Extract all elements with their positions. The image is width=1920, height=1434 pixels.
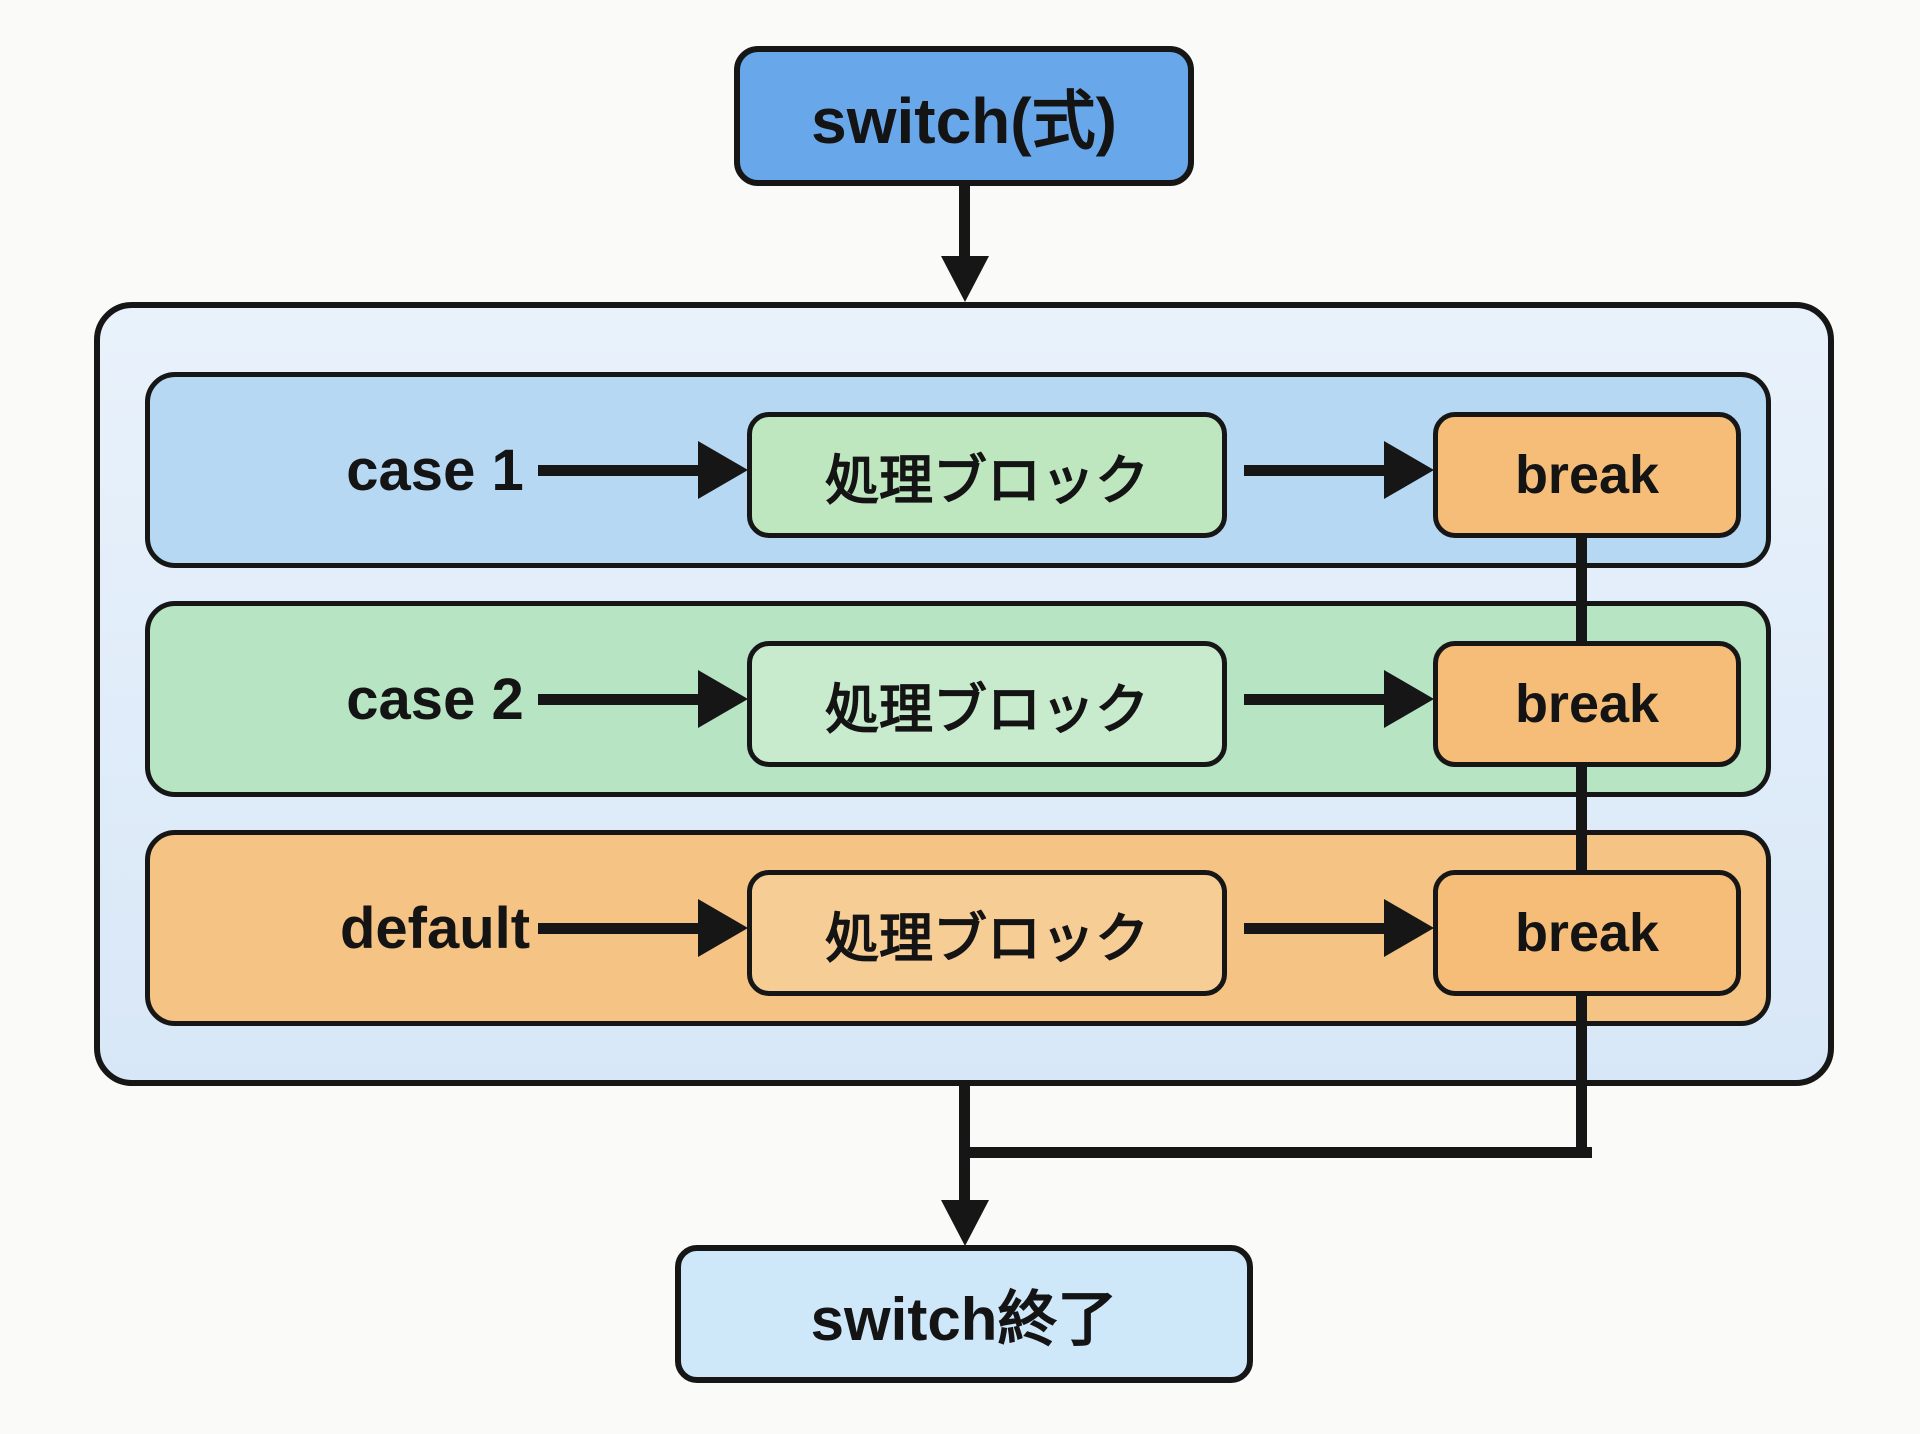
arrow-right-icon xyxy=(538,835,748,1021)
break-box: break xyxy=(1433,870,1741,996)
break-chain-line xyxy=(1576,533,1587,1158)
break-box-label: break xyxy=(1514,445,1660,505)
start-node-label: switch(式) xyxy=(811,85,1117,157)
process-box: 処理ブロック xyxy=(747,870,1227,996)
break-box: break xyxy=(1433,641,1741,767)
case-label: case 2 xyxy=(346,666,524,732)
arrow-start-to-body-stem xyxy=(959,186,970,256)
process-box-label: 処理ブロック xyxy=(825,908,1149,969)
arrow-down-icon xyxy=(941,1200,989,1246)
arrow-right-icon xyxy=(1244,377,1434,563)
process-box: 処理ブロック xyxy=(747,641,1227,767)
start-node: switch(式) xyxy=(734,46,1194,186)
process-box: 処理ブロック xyxy=(747,412,1227,538)
arrow-right-icon xyxy=(1244,606,1434,792)
arrow-right-icon xyxy=(538,606,748,792)
break-merge-line xyxy=(959,1147,1592,1158)
break-box: break xyxy=(1433,412,1741,538)
arrow-right-icon xyxy=(538,377,748,563)
process-box-label: 処理ブロック xyxy=(825,679,1149,740)
case-row-default: default 処理ブロック break xyxy=(145,830,1771,1026)
arrow-body-to-end-stem xyxy=(959,1086,970,1200)
case-row-2: case 2 処理ブロック break xyxy=(145,601,1771,797)
arrow-down-icon xyxy=(941,256,989,302)
case-label: default xyxy=(339,895,531,961)
arrow-right-icon xyxy=(1244,835,1434,1021)
process-box-label: 処理ブロック xyxy=(825,450,1149,511)
case-row-1: case 1 処理ブロック break xyxy=(145,372,1771,568)
break-box-label: break xyxy=(1514,674,1660,734)
break-box-label: break xyxy=(1514,903,1660,963)
case-label: case 1 xyxy=(346,437,524,503)
end-node-label: switch終了 xyxy=(810,1285,1118,1353)
end-node: switch終了 xyxy=(675,1245,1253,1383)
